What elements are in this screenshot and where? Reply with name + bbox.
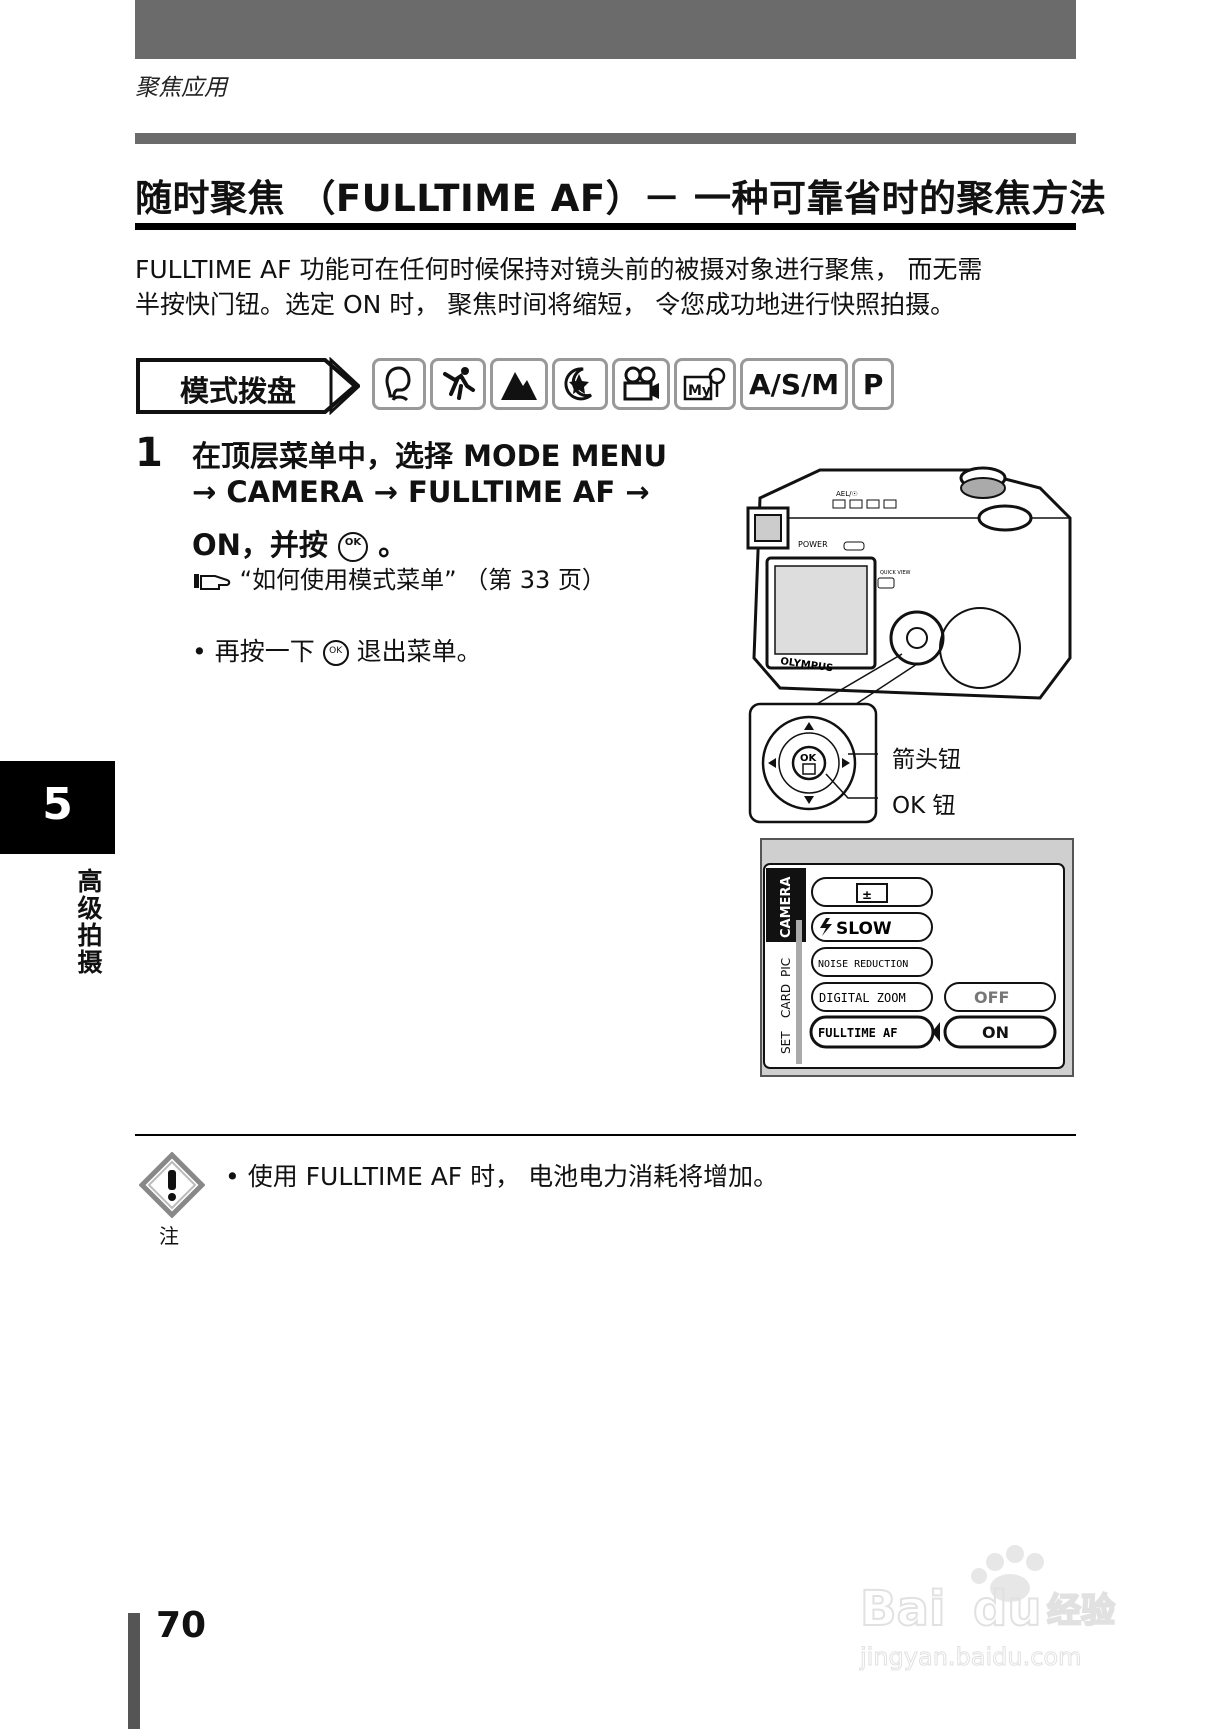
night-scene-icon <box>552 358 608 410</box>
step-line-3: ON，并按 OK 。 <box>192 522 407 564</box>
tab-set: SET <box>779 1031 793 1054</box>
arrow-up-icon <box>804 722 814 730</box>
landscape-icon <box>490 358 548 410</box>
reference-text: “如何使用模式菜单” （第 33 页） <box>239 566 606 594</box>
ael-label: AEL/☉ <box>836 490 858 498</box>
intro-line-1: FULLTIME AF 功能可在任何时候保持对镜头前的被摄对象进行聚焦， 而无需 <box>135 255 983 284</box>
menu-flash-comp[interactable]: ± <box>862 888 872 902</box>
bullet-suffix: 退出菜单。 <box>356 637 482 666</box>
note-label: 注 <box>159 1224 179 1248</box>
step-line-1: 在顶层菜单中，选择 MODE MENU <box>192 439 668 473</box>
portrait-icon <box>372 358 426 410</box>
callout-arrow-keys: 箭头钮 <box>892 747 961 773</box>
step-line-3-prefix: ON，并按 <box>192 528 328 562</box>
title-top-rule <box>135 133 1076 144</box>
svg-text:My: My <box>688 383 711 399</box>
mode-dial-label: 模式拨盘 <box>180 374 297 408</box>
arrow-right-icon <box>842 758 850 768</box>
option-off[interactable]: OFF <box>974 988 1009 1007</box>
menu-noise-reduction[interactable]: NOISE REDUCTION <box>818 959 908 970</box>
mode-program: P <box>852 358 895 410</box>
step-line-3-suffix: 。 <box>378 528 408 562</box>
note-rule <box>135 1134 1076 1136</box>
svg-text:Bai: Bai <box>860 1581 945 1637</box>
chapter-number: 5 <box>42 779 73 830</box>
menu-digital-zoom[interactable]: DIGITAL ZOOM <box>819 991 906 1005</box>
movie-icon <box>612 358 670 410</box>
step-line-2: → CAMERA → FULLTIME AF → <box>192 475 650 509</box>
mode-asm: A/S/M <box>740 358 849 410</box>
mode-dial-badge <box>136 357 360 415</box>
page-side-bar <box>128 1613 140 1729</box>
step-instruction: 在顶层菜单中，选择 MODE MENU → CAMERA → FULLTIME … <box>192 438 712 510</box>
intro-line-2: 半按快门钮。选定 ON 时， 聚焦时间将缩短， 令您成功地进行快照拍摄。 <box>135 290 956 319</box>
svg-text:经验: 经验 <box>1047 1591 1115 1631</box>
pointing-hand-icon <box>194 574 231 590</box>
selection-arrow-icon <box>932 1022 940 1042</box>
menu-fulltime-af[interactable]: FULLTIME AF <box>818 1026 897 1040</box>
tab-camera: CAMERA <box>779 877 794 939</box>
svg-text:du: du <box>973 1581 1042 1637</box>
ok-button-icon: OK <box>338 532 369 562</box>
mode-icons: My A/S/M P <box>372 358 895 416</box>
section-label: 聚焦应用 <box>135 75 227 101</box>
menu-slow-sync[interactable]: SLOW <box>836 919 892 939</box>
page-number: 70 <box>156 1605 207 1646</box>
arrow-down-icon <box>804 796 814 804</box>
arrow-left-icon <box>768 758 776 768</box>
intro-paragraph: FULLTIME AF 功能可在任何时候保持对镜头前的被摄对象进行聚焦， 而无需… <box>135 252 1080 322</box>
note-text: • 使用 FULLTIME AF 时， 电池电力消耗将增加。 <box>225 1162 779 1191</box>
exit-menu-bullet: • 再按一下 OK 退出菜单。 <box>192 632 482 668</box>
arrow-pad-closeup: OK <box>748 702 878 824</box>
lcd-menu-screen: CAMERA PIC CARD SET ± SLOW NOISE REDUCTI… <box>760 838 1074 1077</box>
tab-card: CARD <box>779 984 793 1018</box>
bullet-prefix: • 再按一下 <box>192 637 315 666</box>
quick-view-label: QUICK VIEW <box>880 570 910 576</box>
ok-label: OK <box>800 753 818 764</box>
step-number: 1 <box>135 430 163 476</box>
page-title: 随时聚焦 （FULLTIME AF）－ 一种可靠省时的聚焦方法 <box>135 177 1107 220</box>
chapter-title: 高级拍摄 <box>74 868 103 976</box>
sports-icon <box>430 358 486 410</box>
top-bar <box>135 0 1076 59</box>
option-on[interactable]: ON <box>982 1023 1009 1042</box>
warning-icon <box>139 1152 205 1218</box>
reference-line: “如何使用模式菜单” （第 33 页） <box>192 560 606 595</box>
chapter-tab <box>0 761 115 854</box>
title-bottom-rule <box>135 223 1076 230</box>
power-label: POWER <box>798 540 828 549</box>
callout-ok-button: OK 钮 <box>892 793 956 819</box>
svg-text:jingyan.baidu.com: jingyan.baidu.com <box>859 1643 1081 1671</box>
ok-button-icon: OK <box>322 640 349 666</box>
camera-illustration: AEL/☉ POWER QUICK VIEW OLYMPUS <box>746 466 1072 708</box>
my-mode-icon: My <box>674 358 736 410</box>
tab-pic: PIC <box>779 958 793 977</box>
baidu-jingyan-watermark: Bai du 经验 jingyan.baidu.com <box>859 1545 1116 1672</box>
